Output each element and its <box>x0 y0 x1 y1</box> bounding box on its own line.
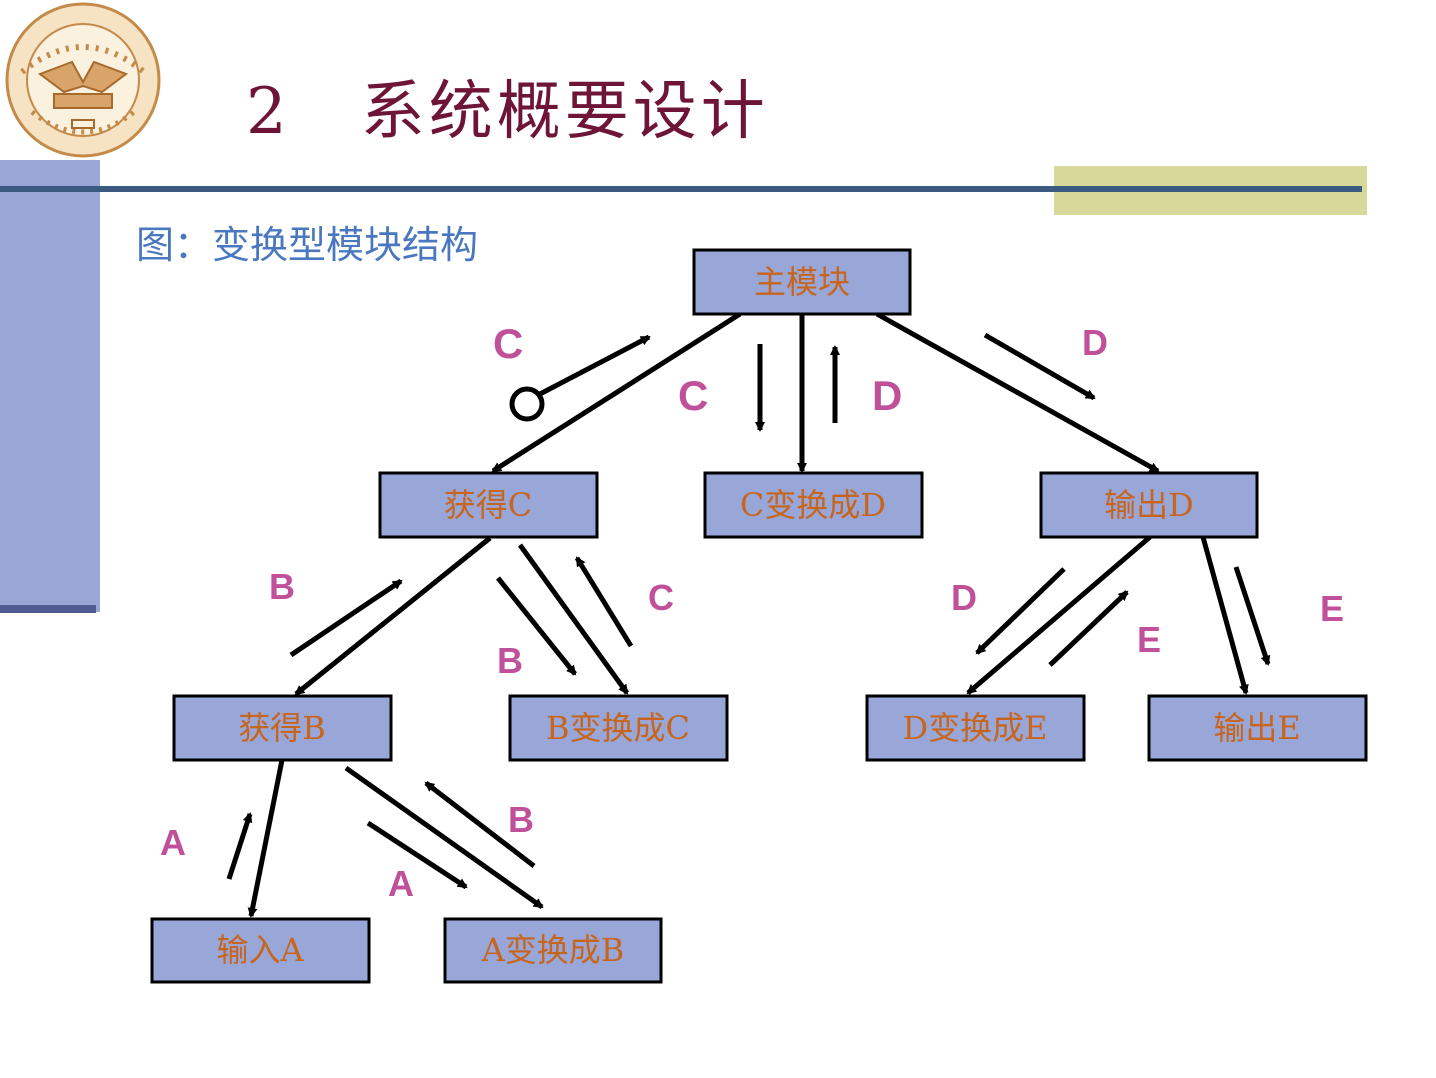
module-label: 获得B <box>238 709 326 747</box>
edge-outd-dtoe <box>966 535 1152 695</box>
edge-outd-oute <box>1200 536 1249 695</box>
flow-label: C <box>648 577 674 618</box>
flow-arrow-c-up <box>538 334 651 397</box>
module-node-in-a: 输入A <box>150 917 371 984</box>
edge-main-outd <box>875 311 1160 474</box>
edge-getc-btoc <box>517 543 630 695</box>
edge-getb-ina <box>247 759 285 918</box>
flow-label: A <box>388 863 414 904</box>
edge-getb-atob <box>344 765 544 910</box>
module-node-out-e: 输出E <box>1147 694 1368 762</box>
data-flow-arrows <box>226 332 1271 890</box>
flow-label: B <box>497 640 523 681</box>
flow-label: B <box>508 799 534 840</box>
flow-label: C <box>678 372 708 419</box>
flow-label: E <box>1320 588 1344 629</box>
flow-arrow-c-back <box>574 556 634 648</box>
edge-main-getc <box>491 311 742 474</box>
header-rule-overlay <box>1054 186 1362 192</box>
slide-number: 2 <box>246 75 291 149</box>
module-label: B变换成C <box>546 709 690 747</box>
slide-title: 2 系统概要设计 <box>246 60 769 152</box>
module-label: 输出E <box>1213 709 1300 747</box>
module-node-a-to-b: A变换成B <box>443 917 663 984</box>
header-rule <box>0 186 1362 192</box>
flow-arrow-b-up <box>289 578 403 658</box>
left-accent-bar <box>0 160 100 612</box>
module-node-main: 主模块 <box>692 248 912 316</box>
flow-arrow-a-up <box>226 812 253 880</box>
flow-arrow-b-back <box>424 781 536 868</box>
module-node-get-b: 获得B <box>172 694 393 762</box>
flow-label: B <box>269 566 295 607</box>
module-label: 输入A <box>216 931 304 969</box>
flow-label: D <box>872 372 902 419</box>
university-seal-icon <box>5 2 161 158</box>
flow-label: D <box>1082 322 1108 363</box>
flow-label: A <box>160 822 186 863</box>
flow-label: C <box>493 320 523 367</box>
slide-title-text: 系统概要设计 <box>360 75 769 149</box>
flow-arrow-d-right <box>983 332 1096 401</box>
module-label: C变换成D <box>740 486 886 524</box>
flow-arrow-a-right <box>366 820 468 890</box>
flow-arrow-d-down <box>975 567 1066 655</box>
module-label: A变换成B <box>481 931 625 969</box>
module-label: D变换成E <box>902 709 1047 747</box>
module-label: 主模块 <box>754 263 850 301</box>
module-node-get-c: 获得C <box>378 471 599 539</box>
module-label: 输出D <box>1104 486 1194 524</box>
module-node-d-to-e: D变换成E <box>865 694 1086 762</box>
flow-arrow-e-up <box>1048 590 1129 667</box>
flow-arrow-e-down <box>1233 566 1271 666</box>
module-node-b-to-c: B变换成C <box>508 694 729 762</box>
edge-getc-getb <box>294 536 492 696</box>
flow-label: E <box>1137 619 1161 660</box>
connectors <box>247 311 1249 918</box>
module-node-out-d: 输出D <box>1039 471 1259 539</box>
figure-caption: 图：变换型模块结构 <box>136 223 479 267</box>
flow-arrow-b-down <box>496 576 577 676</box>
module-node-c-to-d: C变换成D <box>703 471 924 539</box>
module-label: 获得C <box>444 486 533 524</box>
left-accent-bar-shadow <box>0 605 96 613</box>
flow-labels: C C D D B B C D E E A A B <box>160 320 1344 904</box>
flow-label: D <box>951 577 977 618</box>
control-couple-circle-icon <box>509 386 545 422</box>
